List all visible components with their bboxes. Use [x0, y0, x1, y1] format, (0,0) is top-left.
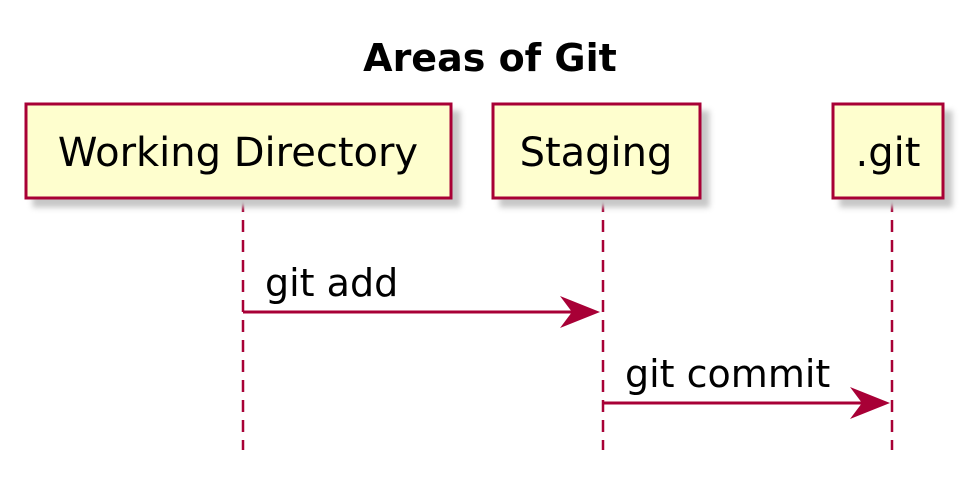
- diagram-title: Areas of Git: [363, 36, 617, 80]
- message-git-commit: git commit: [603, 352, 890, 419]
- message-label: git commit: [625, 352, 830, 396]
- message-git-add: git add: [243, 261, 600, 328]
- participant-staging: Staging: [491, 102, 702, 200]
- participant-label: Staging: [520, 130, 673, 176]
- arrowhead-icon: [560, 296, 600, 328]
- participant-git: .git: [831, 102, 945, 200]
- participant-working-directory: Working Directory: [24, 102, 453, 200]
- message-label: git add: [265, 261, 398, 305]
- participant-label: .git: [856, 130, 921, 176]
- participant-label: Working Directory: [58, 130, 418, 176]
- arrowhead-icon: [850, 387, 890, 419]
